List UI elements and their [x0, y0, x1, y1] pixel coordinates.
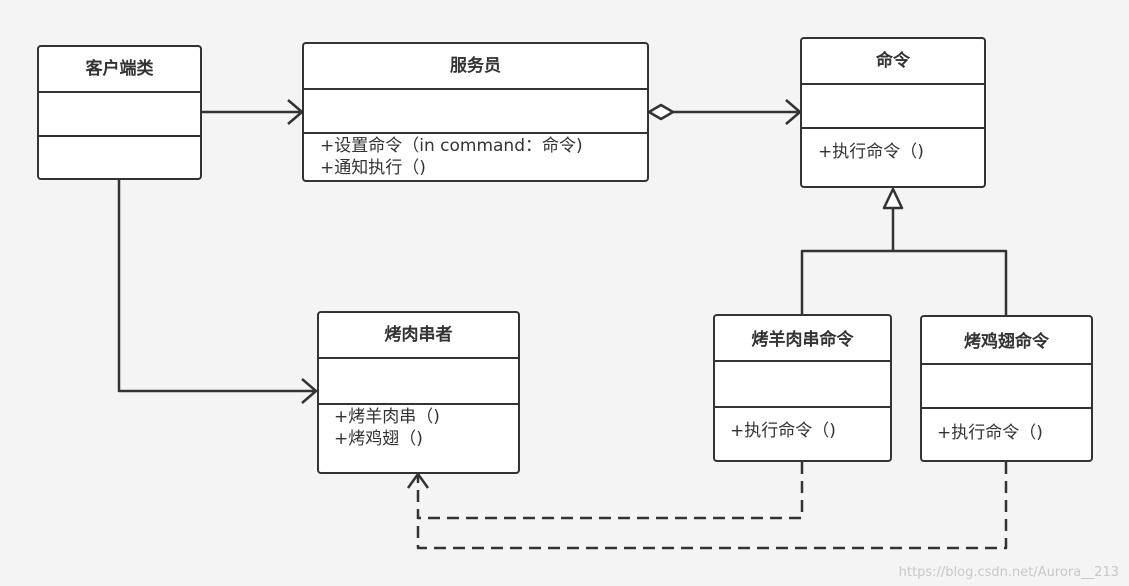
association-client-barbecuer-line — [117, 180, 316, 393]
class-waiter[interactable]: 服务员 +设置命令（in command：命令) +通知执行（) — [302, 42, 649, 182]
dependency-mutton-barbecuer-line — [416, 462, 804, 520]
attributes-compartment — [715, 362, 890, 408]
operations-compartment: +执行命令（) — [802, 129, 984, 163]
class-command[interactable]: 命令 +执行命令（) — [800, 37, 986, 188]
operation-execute: +执行命令（) — [818, 142, 924, 162]
attributes-compartment — [319, 359, 518, 405]
operation-execute: +执行命令（) — [937, 423, 1043, 443]
operations-compartment: +设置命令（in command：命令) +通知执行（) — [304, 134, 647, 179]
watermark: https://blog.csdn.net/Aurora__213 — [898, 565, 1119, 580]
attributes-compartment — [304, 90, 647, 134]
aggregation-diamond — [647, 103, 675, 121]
class-name: 烤肉串者 — [319, 313, 518, 359]
operation-roast-wing: +烤鸡翅（) — [334, 429, 423, 449]
attributes-compartment — [39, 93, 200, 137]
class-name: 命令 — [802, 39, 984, 85]
association-client-barbecuer-arrowhead — [301, 378, 318, 404]
class-barbecuer[interactable]: 烤肉串者 +烤羊肉串（) +烤鸡翅（) — [317, 311, 520, 474]
operation-execute: +执行命令（) — [730, 421, 836, 441]
generalization-branch-line — [800, 249, 1008, 316]
operation-notify: +通知执行（) — [320, 158, 426, 178]
class-name: 烤鸡翅命令 — [922, 317, 1091, 365]
class-mutton-command[interactable]: 烤羊肉串命令 +执行命令（) — [713, 314, 892, 462]
operations-compartment: +执行命令（) — [715, 408, 890, 442]
operation-roast-mutton: +烤羊肉串（) — [334, 407, 440, 427]
generalization-triangle — [882, 187, 904, 210]
operation-set-command: +设置命令（in command：命令) — [320, 136, 583, 156]
class-name: 烤羊肉串命令 — [715, 316, 890, 362]
dependency-wing-barbecuer-line — [416, 462, 1008, 550]
operations-compartment: +烤羊肉串（) +烤鸡翅（) — [319, 405, 518, 450]
class-name: 服务员 — [304, 44, 647, 90]
class-name: 客户端类 — [39, 47, 200, 93]
class-wing-command[interactable]: 烤鸡翅命令 +执行命令（) — [920, 315, 1093, 462]
attributes-compartment — [802, 85, 984, 129]
class-client[interactable]: 客户端类 — [37, 45, 202, 180]
dependency-arrowhead — [406, 472, 430, 489]
operations-compartment: +执行命令（) — [922, 409, 1091, 444]
attributes-compartment — [922, 365, 1091, 409]
